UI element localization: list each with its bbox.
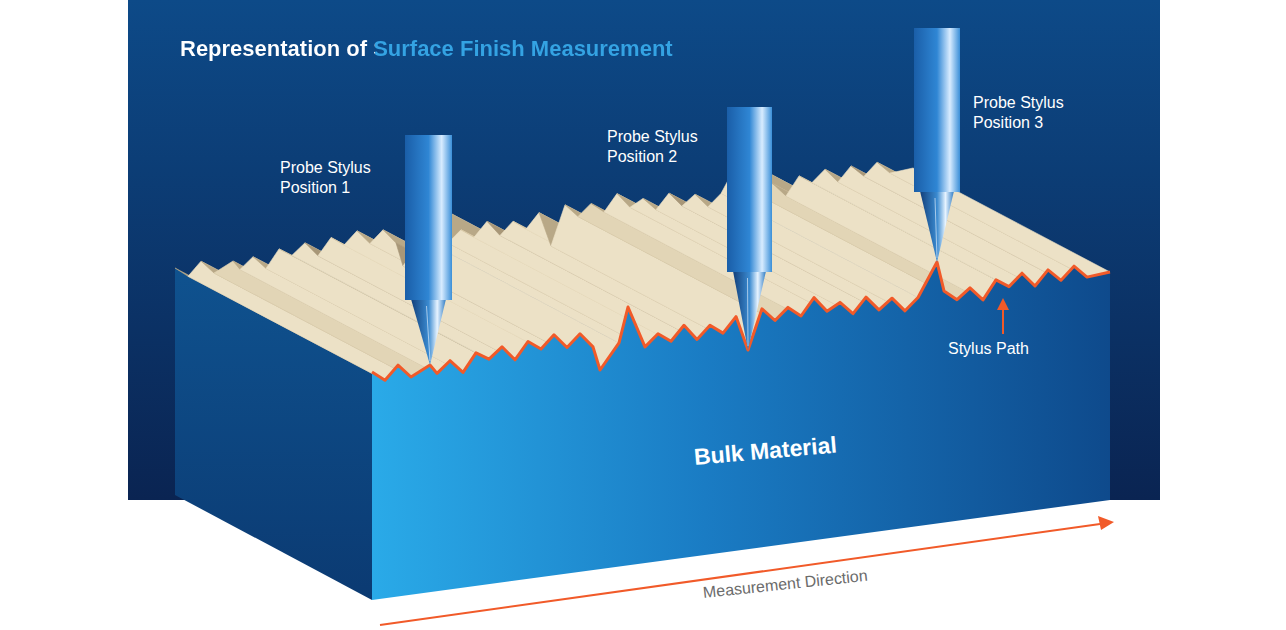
probe-stylus [914, 28, 960, 192]
stylus-label: Probe Stylus Position 2 [607, 127, 719, 167]
surface-ridge [864, 162, 1074, 280]
stylus-tip [411, 299, 446, 365]
probe-stylus [727, 107, 772, 272]
stylus-highlight [747, 278, 749, 346]
front-face [372, 262, 1110, 600]
stylus-highlight [935, 198, 937, 258]
direction-arrow [380, 524, 1100, 625]
diagram-title: Representation of Surface Finish Measure… [180, 36, 673, 62]
stylus-highlight [427, 306, 431, 361]
path-label: Stylus Path [948, 340, 1029, 358]
stylus-tip [733, 271, 766, 350]
surface-block [128, 0, 1160, 625]
direction-label: Measurement Direction [702, 567, 868, 602]
stylus-label: Probe Stylus Position 1 [280, 158, 392, 198]
leader-line [1002, 308, 1004, 334]
stylus-label: Probe Stylus Position 3 [973, 93, 1085, 133]
leader-arrowhead [997, 298, 1009, 310]
stylus-path-line [372, 262, 1110, 380]
probe-stylus [405, 135, 452, 300]
direction-arrowhead [1098, 516, 1114, 530]
stylus-tip [920, 191, 954, 262]
